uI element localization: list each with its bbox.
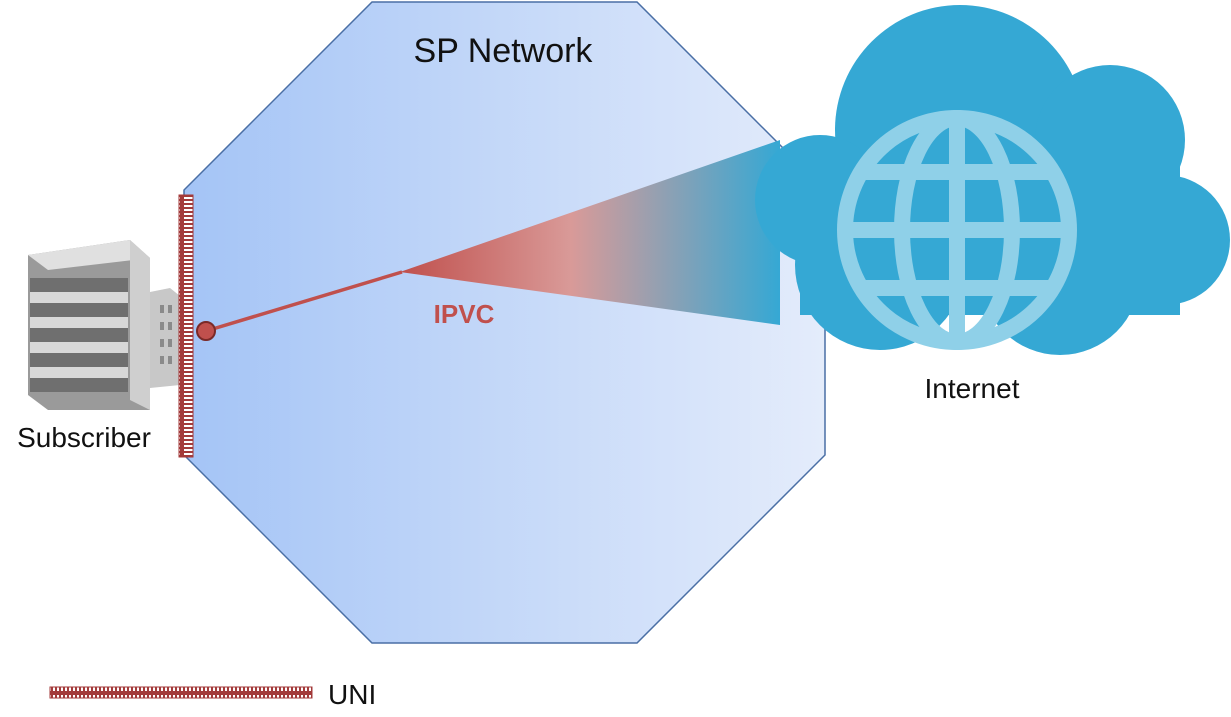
- ipvc-line: [205, 270, 403, 333]
- internet-label: Internet: [925, 373, 1020, 404]
- building-icon: [28, 240, 180, 410]
- ipvc-beam: [400, 140, 780, 325]
- subscriber-label: Subscriber: [17, 422, 151, 453]
- ipvc-endpoint: [196, 321, 216, 341]
- legend-uni-label: UNI: [328, 679, 376, 710]
- globe-icon: [837, 110, 1077, 350]
- ipvc-label: IPVC: [434, 299, 495, 329]
- sp-network-label: SP Network: [414, 32, 594, 70]
- sp-network-octagon: [183, 1, 826, 644]
- uni-port: [178, 194, 194, 458]
- legend-uni-swatch: [49, 686, 313, 699]
